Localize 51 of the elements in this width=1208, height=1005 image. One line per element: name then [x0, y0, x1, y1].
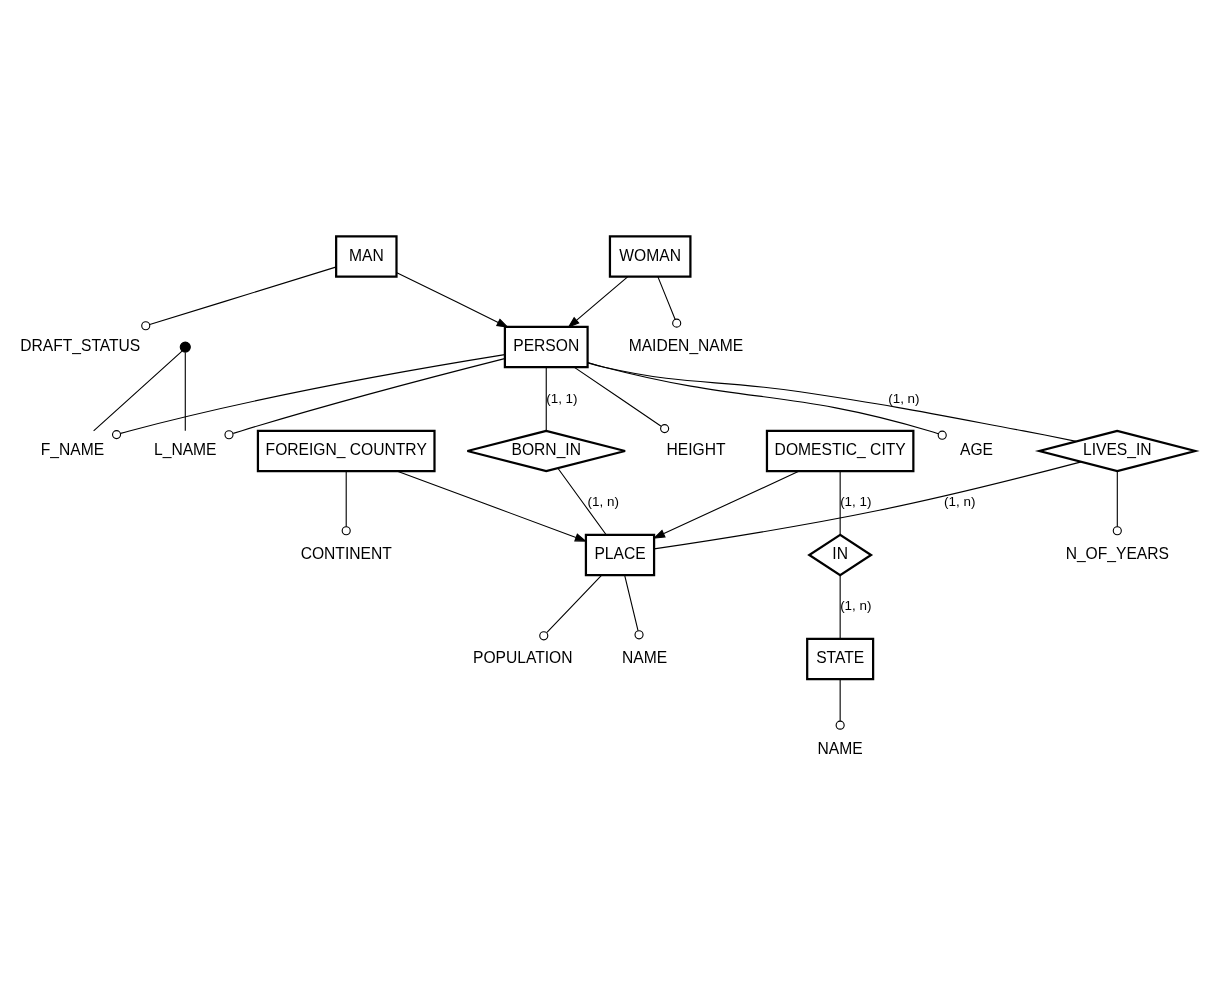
- node-text: DRAFT_STATUS: [20, 336, 141, 354]
- node-text: N_OF_YEARS: [1065, 544, 1169, 562]
- edge-label: (1, 1): [546, 390, 578, 406]
- connector: [624, 574, 644, 639]
- connector: [587, 361, 947, 440]
- connector: [839, 574, 841, 639]
- connector: [839, 470, 841, 535]
- edge-label: (1, n): [944, 493, 976, 509]
- node-diamond: IN: [807, 533, 874, 576]
- node-circle: [179, 341, 191, 353]
- connector: [587, 361, 1077, 442]
- connector: [657, 275, 682, 328]
- node-box: MAN: [335, 234, 398, 278]
- node-diamond: LIVES_IN: [1034, 429, 1200, 472]
- arrow: [652, 470, 800, 539]
- node-text: F_NAME: [40, 440, 105, 458]
- connector: [93, 350, 183, 431]
- node-text: HEIGHT: [666, 440, 726, 458]
- connector: [184, 351, 186, 431]
- connector: [224, 357, 506, 439]
- node-text: MAIDEN_NAME: [628, 336, 744, 354]
- arrow: [567, 275, 629, 328]
- connector: [573, 366, 670, 433]
- arrow: [396, 271, 509, 328]
- edge-label: (1, n): [840, 597, 872, 613]
- edge-label: (1, n): [888, 390, 920, 406]
- connector: [341, 470, 351, 535]
- connector: [141, 266, 337, 330]
- connector: [557, 467, 607, 535]
- arrow: [396, 470, 588, 542]
- connector: [653, 460, 1082, 549]
- node-text: CONTINENT: [300, 544, 392, 562]
- node-text: NAME: [817, 739, 863, 757]
- node-box: FOREIGN_ COUNTRY: [256, 429, 436, 472]
- connector: [539, 574, 603, 640]
- node-box: WOMAN: [608, 234, 692, 278]
- node-box: STATE: [806, 637, 875, 680]
- connector: [545, 366, 547, 431]
- edge-label: (1, n): [587, 493, 619, 509]
- node-box: PLACE: [584, 533, 656, 576]
- node-diamond: BORN_IN: [466, 429, 627, 472]
- node-box: PERSON: [503, 325, 589, 368]
- node-text: POPULATION: [473, 648, 573, 666]
- node-text: L_NAME: [154, 440, 217, 458]
- connector: [835, 678, 845, 730]
- connector: [1112, 470, 1122, 535]
- connector: [111, 353, 506, 439]
- node-text: AGE: [959, 440, 993, 458]
- edge-label: (1, 1): [840, 493, 872, 509]
- node-text: NAME: [622, 648, 668, 666]
- node-box: DOMESTIC_ CITY: [765, 429, 915, 472]
